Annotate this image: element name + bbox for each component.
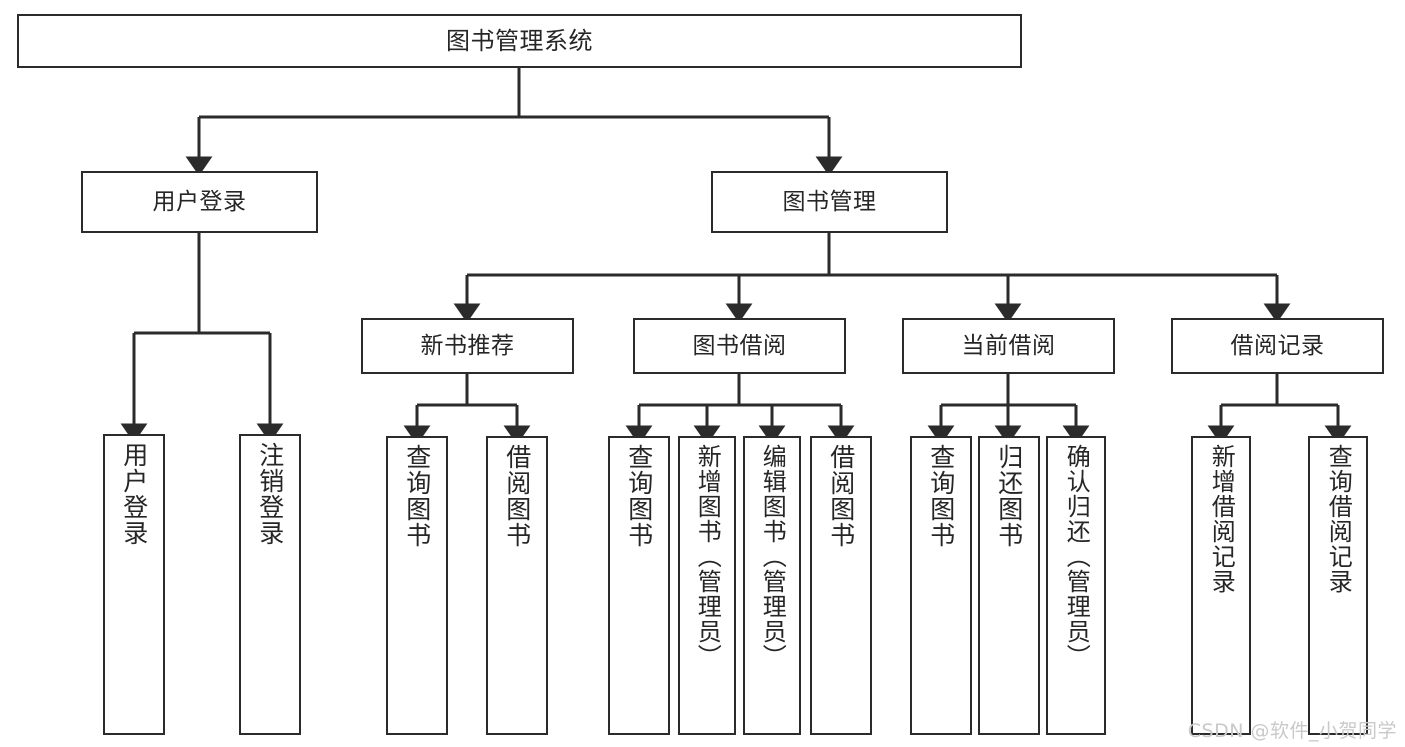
csdn-watermark: CSDN @软件_小贺同学 [1187, 720, 1397, 742]
node-leaf-query-book-1[interactable]: 查询图书 [386, 436, 448, 735]
node-borrow-record[interactable]: 借阅记录 [1171, 318, 1384, 374]
node-leaf-query-book-2[interactable]: 查询图书 [608, 436, 670, 735]
node-current-borrow[interactable]: 当前借阅 [902, 318, 1115, 374]
node-leaf-add-borrow-record[interactable]: 新增借阅记录 [1191, 436, 1251, 735]
node-leaf-borrow-book-2[interactable]: 借阅图书 [810, 436, 872, 735]
node-book-manage[interactable]: 图书管理 [711, 171, 948, 233]
node-leaf-user-login[interactable]: 用户登录 [103, 434, 165, 735]
node-leaf-logout-label: 注销登录 [255, 442, 285, 546]
node-leaf-query-book-3[interactable]: 查询图书 [910, 436, 972, 735]
node-leaf-return-book[interactable]: 归还图书 [978, 436, 1040, 735]
node-leaf-borrow-book-1-label: 借阅图书 [502, 444, 532, 548]
node-leaf-logout[interactable]: 注销登录 [239, 434, 301, 735]
node-book-manage-label: 图书管理 [782, 188, 877, 215]
node-leaf-confirm-return-label: 确认归还（管理员） [1062, 444, 1091, 669]
node-new-book-recommend[interactable]: 新书推荐 [361, 318, 574, 374]
node-leaf-user-login-label: 用户登录 [119, 442, 149, 546]
node-book-borrow-label: 图书借阅 [692, 332, 787, 359]
node-root-system[interactable]: 图书管理系统 [17, 14, 1022, 68]
node-leaf-edit-book-label: 编辑图书（管理员） [758, 444, 787, 669]
node-leaf-add-book-label: 新增图书（管理员） [693, 444, 722, 669]
node-new-book-recommend-label: 新书推荐 [420, 332, 515, 359]
node-leaf-query-book-2-label: 查询图书 [624, 444, 654, 548]
node-book-borrow[interactable]: 图书借阅 [633, 318, 846, 374]
node-borrow-record-label: 借阅记录 [1230, 332, 1325, 359]
node-user-login[interactable]: 用户登录 [81, 171, 318, 233]
node-root-system-label: 图书管理系统 [446, 27, 593, 55]
node-leaf-confirm-return[interactable]: 确认归还（管理员） [1046, 436, 1106, 735]
node-leaf-borrow-book-2-label: 借阅图书 [826, 444, 856, 548]
node-leaf-add-book[interactable]: 新增图书（管理员） [678, 436, 736, 735]
node-leaf-return-book-label: 归还图书 [994, 444, 1024, 548]
node-leaf-query-book-1-label: 查询图书 [402, 444, 432, 548]
node-leaf-borrow-book-1[interactable]: 借阅图书 [486, 436, 548, 735]
node-leaf-edit-book[interactable]: 编辑图书（管理员） [743, 436, 801, 735]
node-leaf-query-book-3-label: 查询图书 [926, 444, 956, 548]
node-user-login-label: 用户登录 [152, 188, 247, 215]
node-current-borrow-label: 当前借阅 [961, 332, 1056, 359]
node-leaf-add-borrow-record-label: 新增借阅记录 [1207, 444, 1236, 594]
node-leaf-query-borrow-record[interactable]: 查询借阅记录 [1308, 436, 1368, 735]
node-leaf-query-borrow-record-label: 查询借阅记录 [1324, 444, 1353, 594]
